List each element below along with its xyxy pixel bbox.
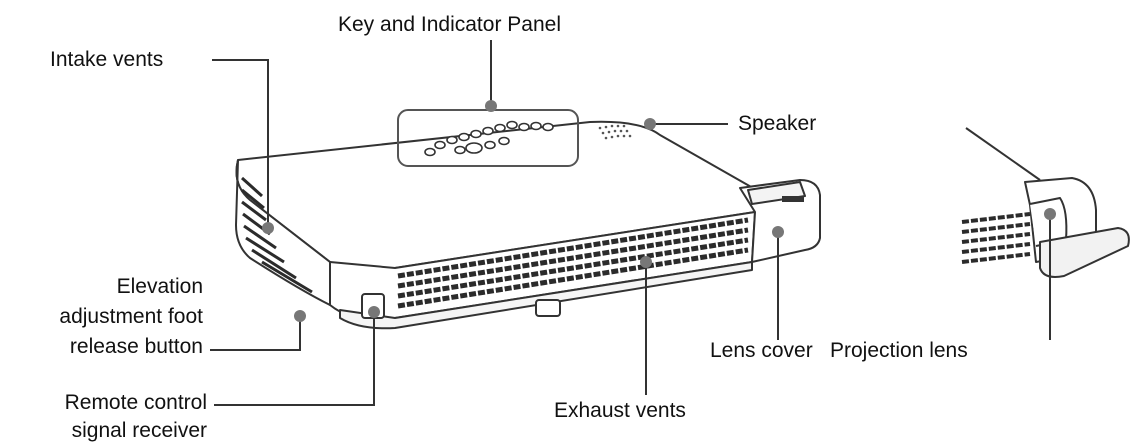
label-intake-vents: Intake vents	[50, 48, 164, 71]
exhaust-vent-grille	[397, 217, 749, 309]
label-exhaust-vents: Exhaust vents	[554, 399, 686, 422]
leader-intake	[212, 59, 269, 225]
intake-vent-grille	[240, 176, 313, 294]
leader-elevation	[210, 318, 301, 351]
label-elevation-line3: release button	[69, 335, 203, 358]
label-key-panel: Key and Indicator Panel	[338, 13, 561, 36]
lens-cover-flap	[1039, 227, 1130, 278]
label-remote-line2: signal receiver	[71, 419, 207, 442]
projector-body	[235, 120, 821, 330]
label-lens-cover: Lens cover	[710, 339, 813, 362]
leader-remote	[214, 314, 375, 406]
label-speaker: Speaker	[738, 112, 817, 135]
label-elevation-line2: adjustment foot	[59, 305, 203, 328]
projector-left-face	[235, 159, 331, 306]
speaker-grille	[598, 124, 632, 140]
lens-inset	[962, 127, 1130, 278]
panel-buttons	[424, 120, 554, 157]
label-elevation-line1: Elevation	[116, 275, 203, 298]
foot	[535, 299, 561, 317]
leader-lines	[210, 40, 1051, 406]
inset-vent-grille	[961, 212, 1031, 264]
label-remote-line1: Remote control	[64, 391, 207, 414]
leader-dots	[262, 100, 1056, 322]
label-projection-lens: Projection lens	[830, 339, 968, 362]
